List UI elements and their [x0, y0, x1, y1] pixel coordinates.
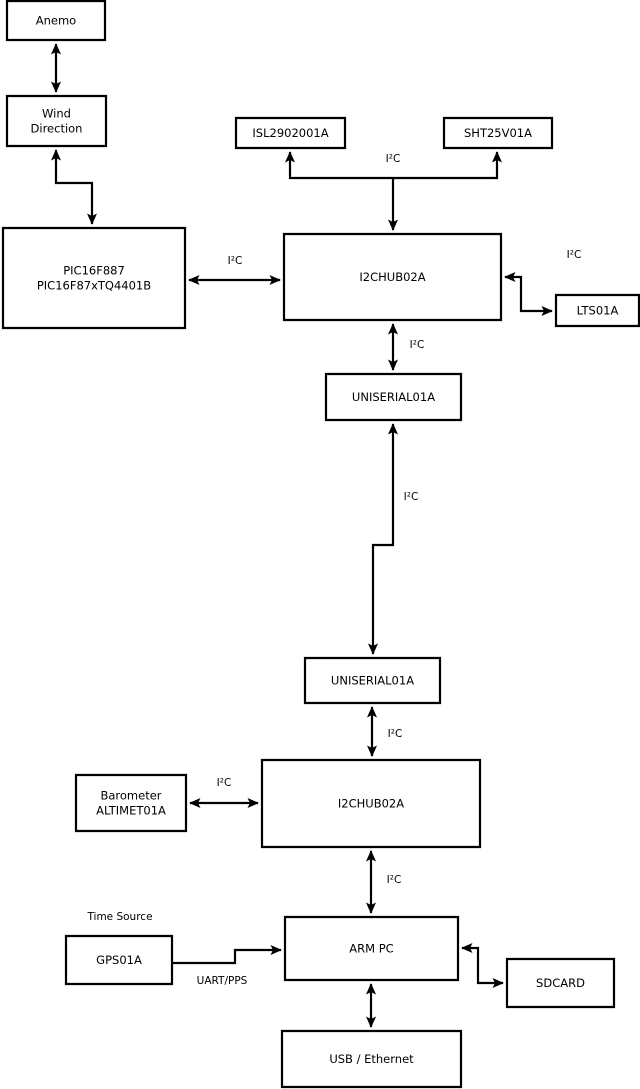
edge-label-barometer-hub: I²C	[217, 777, 232, 789]
node-label-uniserial_top: UNISERIAL01A	[352, 390, 435, 404]
node-label-sdcard: SDCARD	[536, 976, 585, 990]
node-box-armpc[interactable]	[285, 917, 458, 980]
edges-layer: I²C I²C I²C I²C I²C I²C I²C I²C UART/PPS	[50, 43, 582, 1028]
node-hub_top[interactable]: I2CHUB02A	[284, 234, 501, 320]
edge-label-hub-sensors-bus: I²C	[386, 153, 401, 165]
node-label-isl: ISL2902001A	[252, 126, 328, 140]
node-usbeth[interactable]: USB / Ethernet	[282, 1031, 461, 1087]
edge-gps-armpc: UART/PPS	[172, 944, 282, 987]
node-box-uniserial_bot[interactable]	[305, 658, 440, 703]
node-lts[interactable]: LTS01A	[556, 295, 639, 326]
node-box-anemo[interactable]	[7, 1, 105, 40]
edge-line-gps-armpc	[172, 944, 282, 965]
edge-wind-pic	[50, 149, 98, 225]
free-label-time-source: Time Source	[86, 911, 152, 923]
edge-hub-uniserial-top: I²C	[387, 323, 425, 371]
node-gps[interactable]: GPS01A	[66, 936, 172, 984]
node-label-armpc: ARM PC	[349, 941, 393, 955]
edge-hub-armpc: I²C	[365, 850, 402, 914]
edge-label-hub-uniserial-top: I²C	[410, 339, 425, 351]
edge-barometer-hub: I²C	[189, 777, 259, 809]
edge-line-uniserial-link	[367, 423, 399, 655]
edge-line-wind-pic	[50, 149, 98, 225]
free-labels-layer: Time Source	[86, 911, 152, 923]
node-label-sht: SHT25V01A	[464, 126, 532, 140]
edge-pic-hub: I²C	[188, 255, 281, 286]
edge-uniserial-hub-bot: I²C	[366, 706, 403, 757]
edge-label-gps-armpc: UART/PPS	[197, 975, 248, 987]
node-box-hub_bot[interactable]	[262, 760, 480, 847]
node-box-uniserial_top[interactable]	[326, 374, 461, 420]
edge-hub-sensors-bus: I²C	[284, 151, 503, 180]
edge-line-armpc-sdcard	[461, 942, 504, 989]
node-box-hub_top[interactable]	[284, 234, 501, 320]
edge-label-hub-lts: I²C	[567, 249, 582, 261]
node-sht[interactable]: SHT25V01A	[444, 118, 552, 148]
node-box-wind[interactable]	[7, 96, 106, 146]
edge-label-uniserial-hub-bot: I²C	[388, 728, 403, 740]
node-label-hub_bot: I2CHUB02A	[338, 796, 404, 810]
node-label-anemo: Anemo	[36, 13, 76, 27]
node-box-isl[interactable]	[236, 118, 345, 148]
node-box-gps[interactable]	[66, 936, 172, 984]
edge-label-hub-armpc: I²C	[387, 874, 402, 886]
node-box-usbeth[interactable]	[282, 1031, 461, 1087]
node-label-lts: LTS01A	[577, 303, 619, 317]
edge-label-uniserial-link: I²C	[404, 491, 419, 503]
node-uniserial_top[interactable]: UNISERIAL01A	[326, 374, 461, 420]
node-uniserial_bot[interactable]: UNISERIAL01A	[305, 658, 440, 703]
node-box-barometer[interactable]	[76, 775, 186, 831]
node-hub_bot[interactable]: I2CHUB02A	[262, 760, 480, 847]
edge-line-hub-lts	[504, 271, 553, 317]
edge-uniserial-link: I²C	[367, 423, 419, 655]
node-label-uniserial_bot: UNISERIAL01A	[331, 673, 414, 687]
node-box-sdcard[interactable]	[507, 959, 614, 1007]
node-armpc[interactable]: ARM PC	[285, 917, 458, 980]
node-label-usbeth: USB / Ethernet	[329, 1052, 414, 1066]
node-box-sht[interactable]	[444, 118, 552, 148]
node-label-hub_top: I2CHUB02A	[359, 270, 425, 284]
node-box-lts[interactable]	[556, 295, 639, 326]
edge-armpc-sdcard	[461, 942, 504, 989]
edge-label-pic-hub: I²C	[228, 255, 243, 267]
node-box-pic[interactable]	[3, 228, 185, 328]
node-anemo[interactable]: Anemo	[7, 1, 105, 40]
node-sdcard[interactable]: SDCARD	[507, 959, 614, 1007]
node-isl[interactable]: ISL2902001A	[236, 118, 345, 148]
edge-hub-lts: I²C	[504, 249, 582, 317]
node-label-gps: GPS01A	[96, 953, 142, 967]
